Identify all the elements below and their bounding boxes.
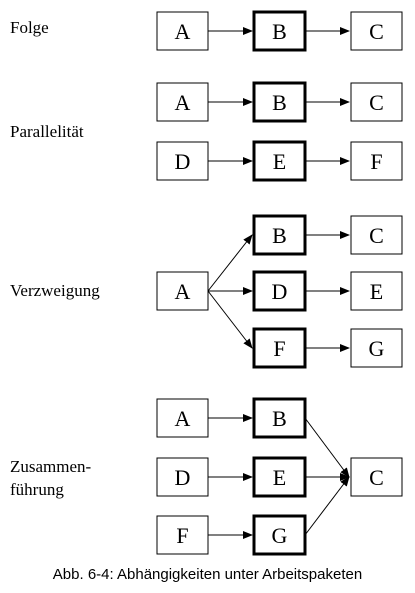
node-label: A bbox=[175, 406, 191, 431]
node-f: F bbox=[252, 327, 307, 369]
node-label: C bbox=[369, 90, 384, 115]
node-label: E bbox=[273, 465, 286, 490]
node-g: G bbox=[350, 328, 403, 368]
node-label: C bbox=[369, 19, 384, 44]
arrow-a-b bbox=[207, 234, 253, 292]
section-verzweigung: Verzweigung A B C D E F G bbox=[10, 214, 403, 369]
node-d: D bbox=[156, 141, 209, 181]
node-label: D bbox=[272, 279, 288, 304]
node-a: A bbox=[156, 271, 209, 311]
node-d: D bbox=[156, 457, 209, 497]
node-e: E bbox=[252, 140, 307, 182]
node-label: D bbox=[175, 149, 191, 174]
node-label: D bbox=[175, 465, 191, 490]
node-f: F bbox=[350, 141, 403, 181]
node-label: B bbox=[272, 223, 287, 248]
section-label-folge: Folge bbox=[10, 18, 49, 37]
section-label-line: Zusammen- bbox=[10, 457, 92, 476]
node-d: D bbox=[252, 270, 307, 312]
section-label-line: Parallelität bbox=[10, 122, 84, 141]
node-a: A bbox=[156, 82, 209, 122]
node-c: C bbox=[350, 215, 403, 255]
node-label: F bbox=[176, 523, 188, 548]
section-label-parallelitaet: Parallelität bbox=[10, 122, 84, 141]
arrow-b-c bbox=[304, 417, 350, 478]
section-label-verzweigung: Verzweigung bbox=[10, 281, 100, 300]
node-b: B bbox=[252, 10, 307, 52]
node-e: E bbox=[350, 271, 403, 311]
node-label: A bbox=[175, 19, 191, 44]
node-b: B bbox=[252, 214, 307, 256]
node-a: A bbox=[156, 398, 209, 438]
section-parallelitaet: Parallelität A B C D E F bbox=[10, 81, 403, 182]
node-f: F bbox=[156, 515, 209, 555]
node-label: B bbox=[272, 19, 287, 44]
section-folge: Folge A B C bbox=[10, 10, 403, 52]
node-c: C bbox=[350, 457, 403, 497]
node-label: G bbox=[369, 336, 385, 361]
section-label-zusammenfuehrung: Zusammen- führung bbox=[10, 457, 95, 499]
node-c: C bbox=[350, 82, 403, 122]
node-label: A bbox=[175, 279, 191, 304]
node-b: B bbox=[252, 81, 307, 123]
node-g: G bbox=[252, 514, 307, 556]
node-label: A bbox=[175, 90, 191, 115]
arrow-g-c bbox=[304, 476, 350, 536]
section-label-line: führung bbox=[10, 480, 64, 499]
node-label: F bbox=[273, 336, 285, 361]
node-b: B bbox=[252, 397, 307, 439]
section-label-line: Folge bbox=[10, 18, 49, 37]
node-label: E bbox=[370, 279, 383, 304]
node-label: C bbox=[369, 223, 384, 248]
node-label: B bbox=[272, 406, 287, 431]
node-e: E bbox=[252, 456, 307, 498]
arrow-a-f bbox=[207, 290, 253, 349]
node-label: F bbox=[370, 149, 382, 174]
node-label: C bbox=[369, 465, 384, 490]
figure-caption: Abb. 6-4: Abhängigkeiten unter Arbeitspa… bbox=[52, 566, 363, 583]
node-label: E bbox=[273, 149, 286, 174]
node-a: A bbox=[156, 11, 209, 51]
node-c: C bbox=[350, 11, 403, 51]
section-zusammenfuehrung: Zusammen- führung A B D E F G bbox=[10, 397, 403, 556]
section-label-line: Verzweigung bbox=[10, 281, 100, 300]
node-label: B bbox=[272, 90, 287, 115]
node-label: G bbox=[272, 523, 288, 548]
